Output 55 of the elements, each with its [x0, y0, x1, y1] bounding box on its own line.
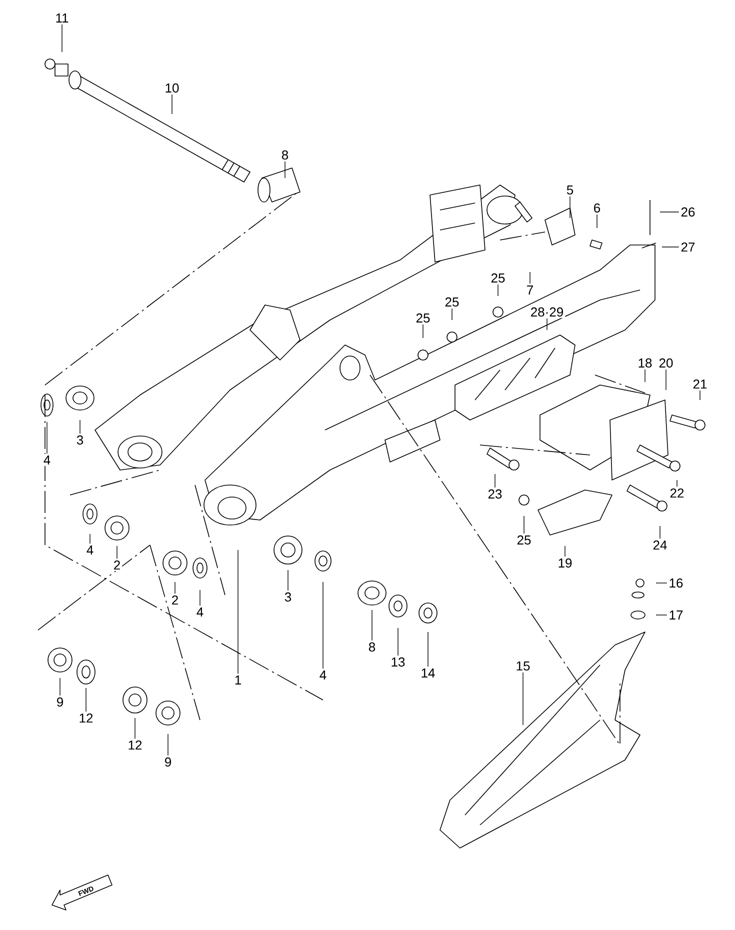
leader-line: [546, 318, 548, 330]
callout-number: 23: [486, 488, 504, 500]
callout-number: 2: [170, 594, 180, 606]
callout-number: 12: [77, 712, 95, 724]
callout-number: 26: [679, 206, 697, 218]
callout-number: 9: [162, 756, 174, 768]
callout-number: 4: [194, 606, 206, 618]
leader-line: [676, 480, 678, 487]
leader-line: [656, 582, 668, 584]
callout-number: 8: [280, 148, 290, 162]
callout-number: 4: [42, 454, 52, 466]
leader-line: [322, 582, 324, 669]
leader-line: [662, 246, 680, 248]
callout-number: 27: [679, 240, 697, 254]
callout-number: 14: [419, 667, 437, 679]
leader-line: [494, 474, 496, 488]
callout-number: 24: [651, 538, 669, 552]
callout-number: 13: [389, 656, 407, 668]
callout-number: 22: [668, 486, 686, 500]
callout-number: 4: [84, 544, 96, 556]
leader-line: [522, 672, 524, 726]
leader-line: [596, 214, 598, 228]
callout-number: 15: [514, 660, 532, 672]
callout-number: 12: [126, 738, 144, 752]
leader-line: [284, 161, 286, 178]
callout-number: 5: [564, 184, 576, 196]
leader-line: [134, 718, 136, 739]
callout-number: 18: [636, 356, 654, 370]
callout-number: 6: [592, 202, 602, 214]
callout-number: 25: [489, 272, 507, 284]
leader-line: [644, 369, 646, 382]
leader-line: [564, 546, 566, 557]
callout-number: 21: [691, 378, 709, 390]
callout-number: 3: [74, 434, 86, 446]
callout-number: 17: [667, 609, 685, 621]
callout-number: 10: [163, 82, 181, 94]
callout-number: 19: [556, 556, 574, 570]
leader-line: [116, 546, 118, 559]
callout-number: 25: [443, 296, 461, 308]
callout-number: 25: [515, 534, 533, 546]
callout-number: 11: [54, 12, 70, 24]
leader-line: [174, 582, 176, 594]
leader-line: [656, 614, 668, 616]
callout-number: 20: [657, 356, 675, 370]
callout-number: 2: [112, 558, 122, 572]
callout-number: 8: [366, 640, 378, 654]
callout-number: 1: [232, 674, 244, 686]
callout-number: 4: [318, 669, 328, 681]
leader-line: [422, 324, 424, 338]
callout-number: 16: [667, 576, 685, 590]
leader-line: [46, 422, 48, 454]
callout-number: 25: [414, 312, 432, 324]
callout-number: 9: [54, 696, 66, 708]
callout-number: 7: [524, 284, 536, 296]
callout-number: 3: [282, 590, 294, 604]
